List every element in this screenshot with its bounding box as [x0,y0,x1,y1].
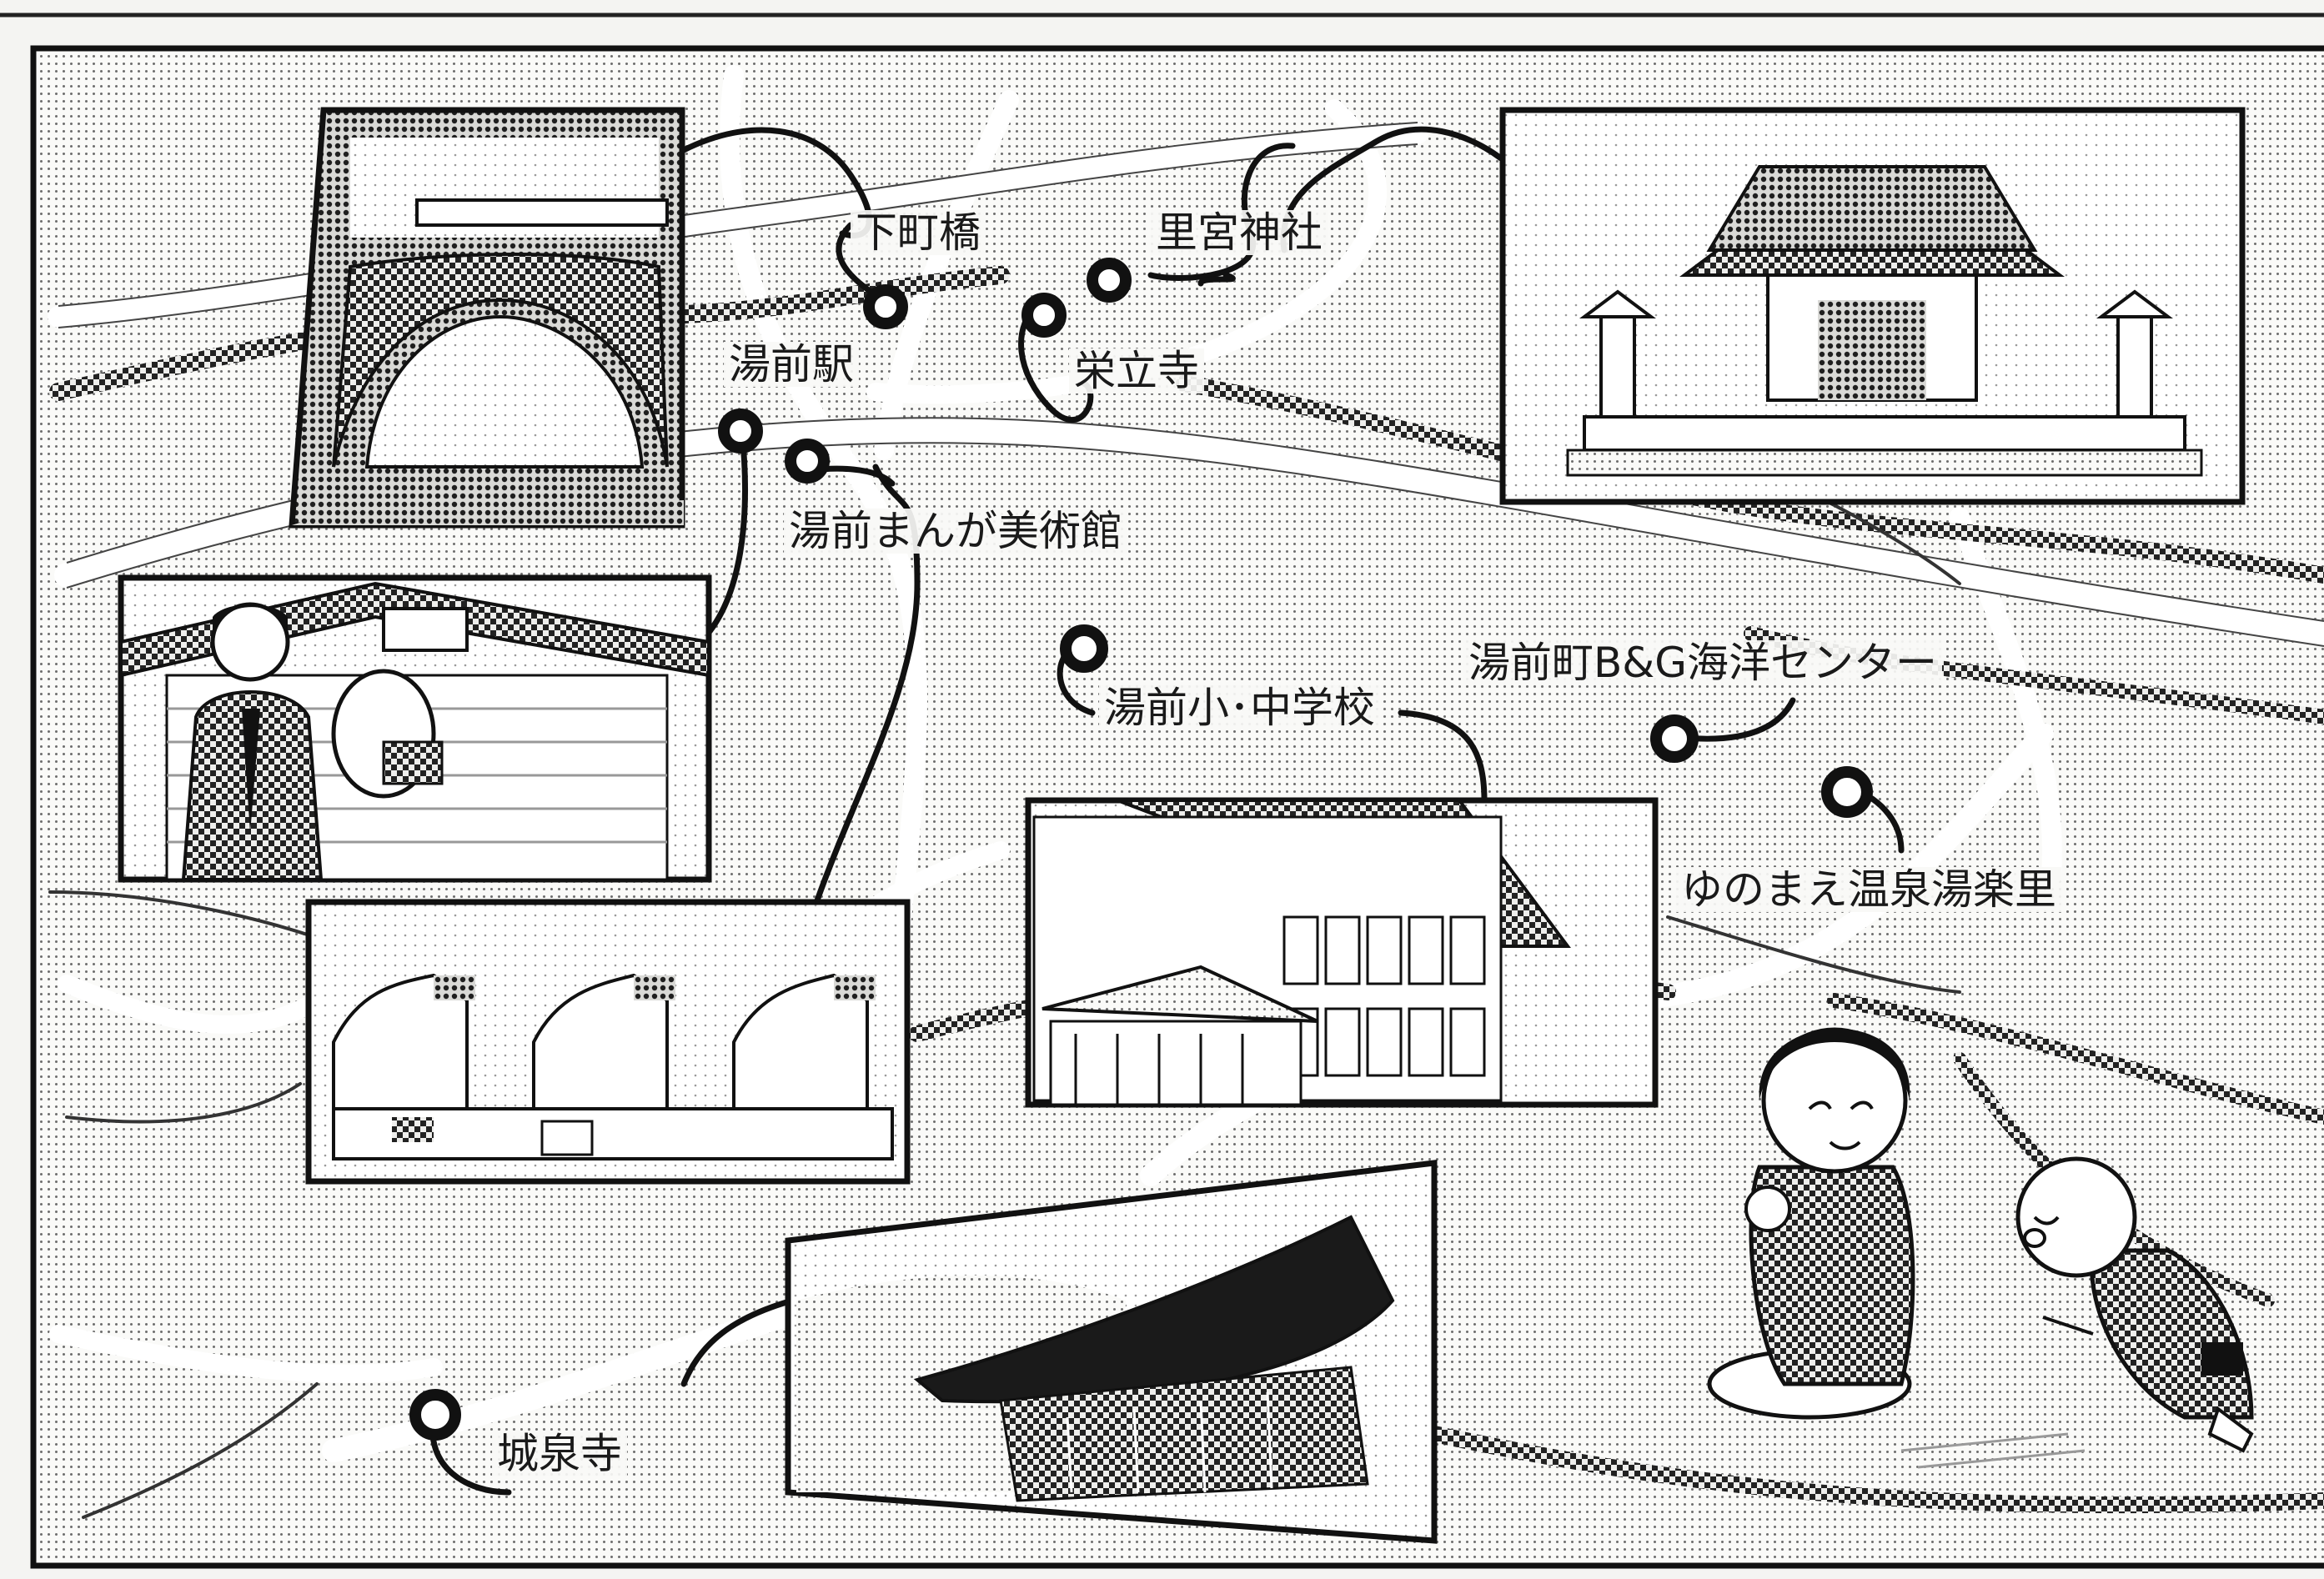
panel-station [118,574,712,883]
markers [409,258,1873,1441]
label-onsen[interactable]: ゆのまえ温泉湯楽里 [1676,867,2061,912]
panel-museum [305,899,911,1185]
label-eiryuji[interactable]: 栄立寺 [1069,348,1204,393]
label-josenji[interactable]: 城泉寺 [492,1431,627,1476]
marker-manga-museum [785,439,830,484]
label-school[interactable]: 湯前小･中学校 [1099,685,1380,730]
panel-bridge [289,107,685,529]
marker-eiryuji [1021,293,1067,338]
label-bg-center[interactable]: 湯前町B&G海洋センター [1463,640,1943,685]
label-satomiya-jinja[interactable]: 里宮神社 [1151,210,1328,255]
marker-school [1060,624,1108,673]
label-yunomae-eki[interactable]: 湯前駅 [724,342,859,387]
character-child [1900,1156,2254,1469]
label-shimomachibashi[interactable]: 下町橋 [851,210,986,255]
marker-shimomachibashi [863,284,908,329]
marker-bg-center [1650,714,1699,763]
panel-temple [1499,107,2246,505]
marker-josenji [409,1389,461,1441]
marker-satomiya-jinja [1087,258,1132,303]
character-woman [1707,1027,1915,1420]
leader-lines [429,126,1905,1496]
panel-josenji [785,1160,1438,1544]
marker-onsen [1821,766,1873,818]
marker-yunomae-eki [718,409,763,454]
label-manga-museum[interactable]: 湯前まんが美術館 [784,509,1127,554]
panel-school [1025,797,1659,1108]
